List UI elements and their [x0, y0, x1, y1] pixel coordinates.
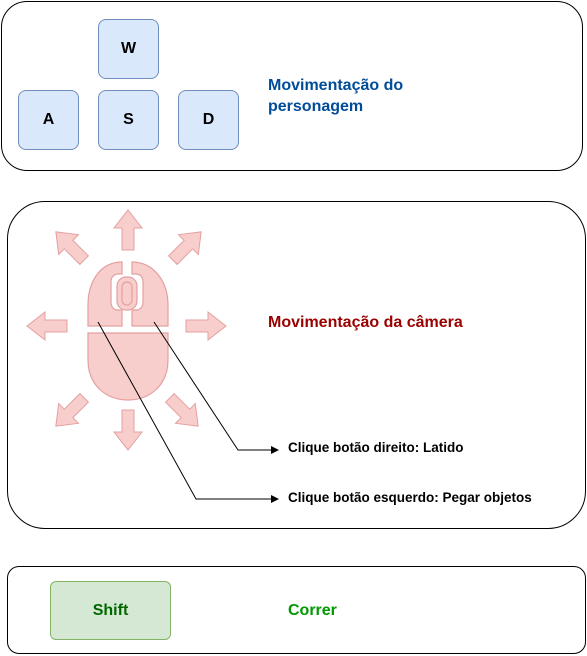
mouse-right-button — [131, 261, 169, 327]
mouse-icon — [87, 261, 169, 401]
arrow-up-icon — [112, 209, 144, 251]
arrow-up-left-icon — [55, 231, 90, 266]
arrow-left-icon — [26, 310, 68, 342]
left-click-connector — [97, 321, 279, 503]
arrow-right-icon — [185, 310, 227, 342]
movement-label: Movimentação do personagem — [268, 77, 404, 115]
key-d: D — [178, 90, 239, 150]
mouse-body — [87, 332, 169, 401]
arrow-down-right-icon — [164, 392, 199, 427]
right-click-annotation: Clique botão direito: Latido — [288, 440, 464, 455]
mouse-wheel-inner — [121, 281, 133, 306]
arrow-down-left-icon — [55, 392, 90, 427]
left-click-annotation: Clique botão esquerdo: Pegar objetos — [288, 490, 532, 505]
key-s: S — [98, 90, 159, 150]
arrow-down-icon — [112, 409, 144, 451]
camera-label: Movimentação da câmera — [268, 314, 463, 331]
arrow-up-right-icon — [167, 231, 202, 266]
key-shift: Shift — [50, 581, 171, 640]
right-click-connector — [153, 321, 279, 454]
key-a: A — [18, 90, 79, 150]
key-w: W — [98, 19, 159, 79]
run-label: Correr — [288, 602, 337, 619]
mouse-left-button — [87, 261, 123, 327]
